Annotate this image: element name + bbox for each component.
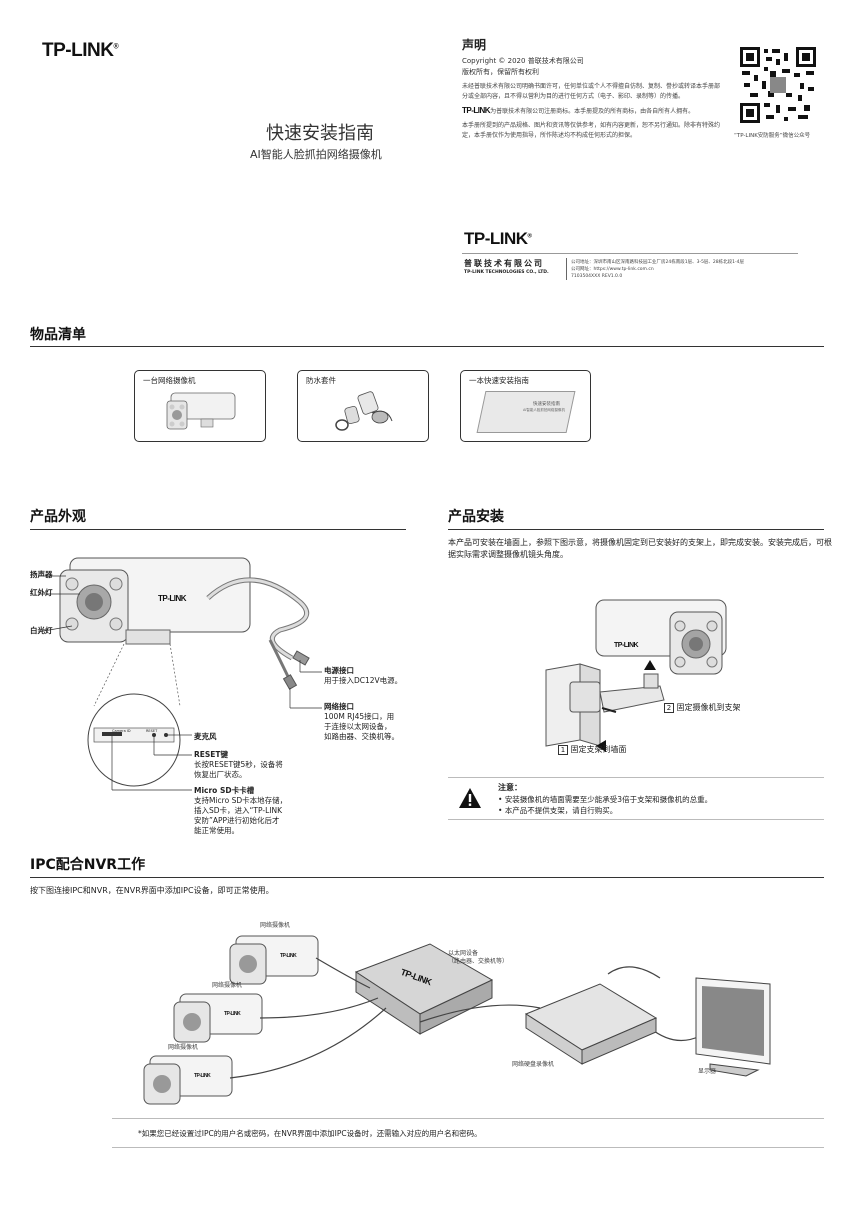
cam-label-1: 网络摄像机 (260, 922, 291, 929)
appearance-rule (30, 529, 406, 530)
guide-booklet-subtitle: AI智能人脸抓拍网络摄像机 (523, 408, 565, 412)
company-name-en: TP-LINK TECHNOLOGIES CO., LTD. (464, 270, 549, 275)
company-divider (462, 253, 798, 254)
nvr-rule (30, 877, 824, 878)
power-port-label: 电源接口用于接入DC12V电源。 (324, 666, 403, 685)
nvr-footnote: *如果您已经设置过IPC的用户名或密码，在NVR界面中添加IPC设备时，还需输入… (138, 1129, 482, 1138)
cam-brand-1: TP-LINK (280, 953, 297, 959)
panel-sd-text: Camera ID (112, 729, 131, 733)
install-step1: 1 固定支架到墙面 (558, 744, 627, 755)
statement-block: 声明 Copyright © 2020 普联技术有限公司 版权所有，保留所有权利… (462, 36, 722, 141)
network-camera-3 (143, 1055, 233, 1105)
appearance-camera-brand: TP-LINK (158, 594, 187, 603)
cam-brand-3: TP-LINK (194, 1073, 211, 1079)
nvr-device-label: 网络硬盘录像机 (512, 1061, 555, 1068)
qr-caption: “TP-LINK安防服务”微信公众号 (734, 133, 811, 139)
install-step2: 2 固定摄像机到支架 (664, 702, 741, 713)
contents-item-label: 防水套件 (306, 376, 336, 385)
company-logo: TP-LINK® (464, 229, 532, 248)
note-block: 注意： • 安装摄像机的墙面需要至少能承受3倍于支架和摄像机的总重。 • 本产品… (498, 782, 712, 816)
camera-appearance-diagram (37, 557, 322, 791)
ir-light-label: 红外灯 (30, 588, 53, 597)
note-title: 注意： (498, 783, 522, 792)
note-list: • 安装摄像机的墙面需要至少能承受3倍于支架和摄像机的总重。 • 本产品不提供支… (498, 794, 712, 816)
contents-item-label: 一本快速安装指南 (469, 376, 529, 385)
cam-brand-2: TP-LINK (224, 1011, 241, 1017)
appearance-title: 产品外观 (30, 509, 86, 525)
mic-label: 麦克风 (194, 732, 217, 741)
nvr-desc: 按下图连接IPC和NVR，在NVR界面中添加IPC设备，即可正常使用。 (30, 886, 274, 895)
cover-subtitle: AI智能人脸抓拍网络摄像机 (250, 148, 382, 161)
statement-p2: TP-LINK为普联技术有限公司注册商标。本手册提及的所有商标，由各自所有人拥有… (462, 106, 695, 115)
contents-title: 物品清单 (30, 327, 86, 343)
cam-label-2: 网络摄像机 (212, 982, 243, 989)
contents-rule (30, 346, 824, 347)
note-item: • 安装摄像机的墙面需要至少能承受3倍于支架和摄像机的总重。 (498, 795, 713, 804)
qr-code (740, 47, 816, 123)
company-address: 公司地址：深圳市南山区深南路科技园工业厂房24栋南段1层、3-5层、28栋北段1… (571, 260, 745, 265)
nvr-title: IPC配合NVR工作 (30, 857, 146, 873)
camera-icon (166, 392, 236, 430)
company-name-cn: 普联技术有限公司 (464, 259, 544, 268)
warning-icon (459, 788, 481, 808)
switch-label: 以太网设备（路由器、交换机等） (448, 950, 509, 965)
contents-item-camera: 一台网络摄像机 (134, 370, 266, 442)
install-desc: 本产品可安装在墙面上，参照下图示意，将摄像机固定到已安装好的支架上，即完成安装。… (448, 538, 832, 559)
cam-label-3: 网络摄像机 (168, 1044, 199, 1051)
install-rule (448, 529, 824, 530)
company-vbar (566, 258, 567, 280)
panel-reset-text: RESET (146, 729, 158, 733)
install-title: 产品安装 (448, 509, 504, 525)
network-camera-2 (173, 993, 263, 1043)
install-diagram (545, 599, 727, 752)
company-website: 公司网址：https://www.tp-link.com.cn (571, 267, 654, 272)
contents-item-waterproof-kit: 防水套件 (297, 370, 429, 442)
white-light-label: 白光灯 (30, 626, 53, 635)
sd-slot-label: Micro SD卡卡槽支持Micro SD卡本地存储，插入SD卡，进入“TP-L… (194, 786, 288, 835)
qr-code-icon (740, 47, 816, 123)
footnote-top-rule (112, 1118, 824, 1119)
statement-title: 声明 (462, 38, 487, 52)
statement-copyright: Copyright © 2020 普联技术有限公司 (462, 57, 584, 65)
waterproof-kit-icon (335, 391, 393, 431)
monitor-label: 显示器 (698, 1068, 717, 1075)
reset-label: RESET键长按RESET键5秒，设备将恢复出厂状态。 (194, 750, 283, 779)
note-item: • 本产品不提供支架，请自行购买。 (498, 806, 618, 815)
speaker-label: 扬声器 (30, 570, 53, 579)
cover-title: 快速安装指南 (266, 123, 374, 144)
note-top-rule (448, 777, 824, 778)
statement-p1: 未经普联技术有限公司明确书面许可，任何单位或个人不得擅自仿制、复制、誊抄或转译本… (462, 83, 721, 100)
guide-booklet-title: 快速安装指南 (533, 402, 560, 407)
statement-rights: 版权所有，保留所有权利 (462, 68, 539, 76)
statement-p2-logo: TP-LINK (462, 106, 491, 115)
footnote-bottom-rule (112, 1147, 824, 1148)
install-camera-brand: TP-LINK (614, 642, 639, 649)
contents-item-label: 一台网络摄像机 (143, 376, 196, 385)
cover-logo: TP-LINK® (42, 40, 119, 61)
company-code: 7103504XXX REV1.0.0 (571, 274, 623, 279)
note-bottom-rule (448, 819, 824, 820)
network-camera-1 (229, 935, 319, 985)
statement-p3: 本手册所提到的产品规格、图片和资讯等仅供参考，如有内容更新，恕不另行通知。除非有… (462, 122, 721, 139)
nvr-network-diagram (143, 935, 771, 1105)
contents-item-guide: 一本快速安装指南 快速安装指南 AI智能人脸抓拍网络摄像机 (460, 370, 591, 442)
